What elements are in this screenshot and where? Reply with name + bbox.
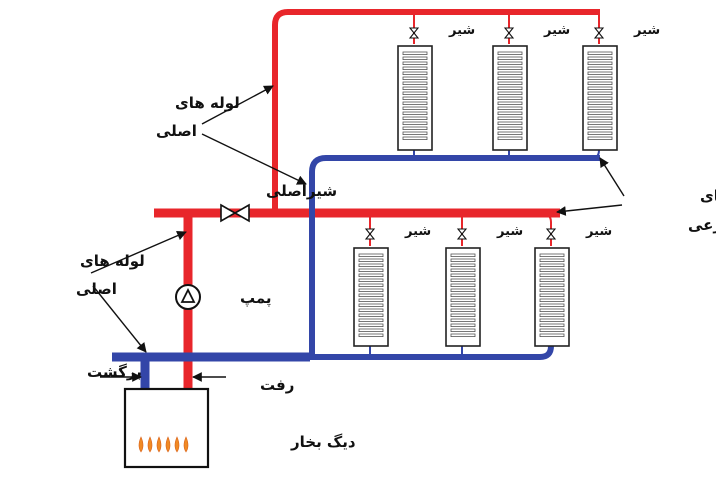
radiator-icon <box>353 247 389 347</box>
main-pipes-left-label-1: لوله های <box>80 252 145 270</box>
valve-labels: شیر شیر شیر شیر شیر شیر <box>404 23 660 239</box>
valve-icon[interactable] <box>503 27 515 39</box>
flame-icon <box>147 436 153 453</box>
valve-icon[interactable] <box>364 228 376 240</box>
valve-label: شیر <box>633 23 660 38</box>
main-valve-icon[interactable] <box>220 203 250 223</box>
arrow-icon <box>201 85 274 125</box>
valve-label: شیر <box>585 224 612 239</box>
radiator-icon <box>445 247 481 347</box>
branch-pipes-label-1: لوله‌های <box>700 187 716 205</box>
valves <box>364 27 605 240</box>
arrow-icon <box>556 204 623 216</box>
valve-icon[interactable] <box>408 27 420 39</box>
supply-label: رفت <box>260 376 294 394</box>
radiator-icon <box>492 45 528 151</box>
boiler-label: دیگ بخار <box>290 433 356 451</box>
flame-icon <box>138 436 189 453</box>
valve-label: شیر <box>496 224 523 239</box>
valve-icon[interactable] <box>593 27 605 39</box>
valve-icon[interactable] <box>545 228 557 240</box>
main-pipes-top-label-2: اصلی <box>156 122 197 140</box>
branch-pipes-label-2: فرعی <box>688 216 716 234</box>
main-pipes-left-label-2: اصلی <box>76 280 117 298</box>
arrow-icon <box>201 133 307 185</box>
boiler <box>123 387 210 469</box>
main-pipes-top-label-1: لوله های <box>175 94 240 112</box>
flame-icon <box>183 436 189 453</box>
valve-label: شیر <box>404 224 431 239</box>
flame-icon <box>174 436 180 453</box>
radiator-icon <box>582 45 618 151</box>
valve-label: شیر <box>543 23 570 38</box>
return-label: برگشت <box>87 363 142 381</box>
flame-icon <box>156 436 162 453</box>
pump-icon[interactable] <box>175 284 201 310</box>
valve-icon[interactable] <box>456 228 468 240</box>
radiator-icon <box>534 247 570 347</box>
radiators <box>353 45 618 347</box>
arrow-icon <box>92 285 147 353</box>
flame-icon <box>138 436 144 453</box>
flame-icon <box>165 436 171 453</box>
arrow-icon <box>90 230 187 274</box>
arrow-icon <box>599 157 625 197</box>
valve-label: شیر <box>448 23 475 38</box>
leader-arrows <box>90 85 625 382</box>
radiator-icon <box>397 45 433 151</box>
pump-label: پمپ <box>240 289 272 308</box>
main-valve-label: شیراصلی <box>266 182 337 200</box>
